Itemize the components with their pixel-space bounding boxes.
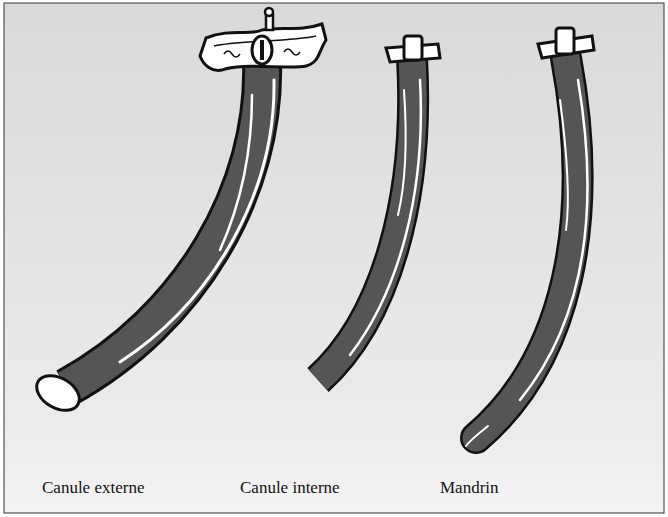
frame — [4, 3, 664, 513]
obturator — [466, 28, 594, 446]
caption-label: Mandrin — [440, 478, 499, 498]
caption-label: Canule externe — [42, 478, 144, 498]
caption-label: Canule interne — [240, 478, 340, 498]
inner-cannula — [318, 36, 440, 380]
outer-cannula — [31, 8, 326, 417]
